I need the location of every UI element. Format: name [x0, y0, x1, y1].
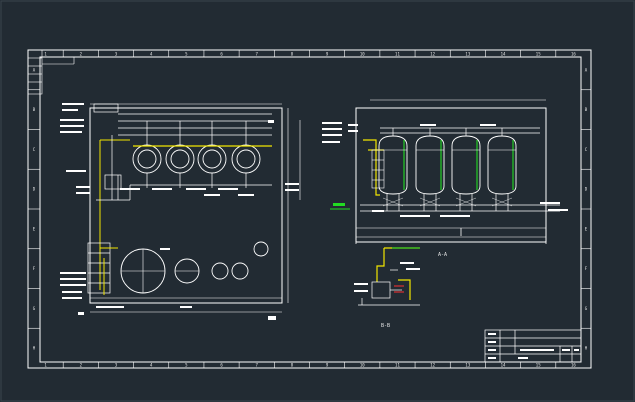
- filter-vessel: [415, 135, 445, 195]
- zone-markers-left: A B C D E F G H: [28, 67, 40, 351]
- zone-number-bottom: 6: [220, 363, 223, 368]
- revision-table: [27, 49, 75, 95]
- zone-number-bottom: 7: [256, 363, 259, 368]
- elevation-section-label: A-A: [438, 252, 447, 258]
- title-block-text-blocks: [488, 333, 579, 359]
- zone-number-top: 3: [115, 52, 118, 57]
- filter-tanks-plan: [132, 144, 261, 174]
- title-block: [484, 329, 582, 363]
- zone-number-top: 1: [44, 52, 47, 57]
- frame-outer: [27, 49, 592, 369]
- zone-number-bottom: 2: [80, 363, 83, 368]
- zone-number-top: 8: [291, 52, 294, 57]
- plan-view: [60, 103, 301, 320]
- vessel-piping: [382, 197, 404, 207]
- zone-letter-left: E: [33, 226, 36, 231]
- detail-view: B-B: [354, 247, 420, 329]
- zone-letter-right: F: [585, 266, 588, 271]
- zone-number-top: 16: [571, 52, 576, 57]
- zone-number-bottom: 16: [571, 363, 576, 368]
- zone-letter-right: C: [585, 147, 588, 152]
- vessel-piping: [491, 197, 513, 207]
- vessel-piping: [455, 197, 477, 207]
- filter-vessel: [487, 135, 517, 195]
- zone-letter-right: A: [585, 67, 588, 72]
- plan-outline: [89, 107, 283, 304]
- zone-number-bottom: 13: [465, 363, 470, 368]
- detail-section-label: B-B: [381, 323, 390, 329]
- zone-number-top: 11: [395, 52, 400, 57]
- zone-number-top: 9: [326, 52, 329, 57]
- zone-number-top: 12: [430, 52, 435, 57]
- zone-number-top: 2: [80, 52, 83, 57]
- zone-number-bottom: 8: [291, 363, 294, 368]
- filter-vessel: [451, 135, 481, 195]
- zone-number-bottom: 3: [115, 363, 118, 368]
- zone-number-bottom: 1: [44, 363, 47, 368]
- zone-letter-right: H: [585, 346, 588, 351]
- zone-number-bottom: 10: [360, 363, 365, 368]
- zone-letter-left: C: [33, 147, 36, 152]
- zone-number-top: 13: [465, 52, 470, 57]
- zone-letter-right: B: [585, 107, 588, 112]
- zone-number-top: 5: [185, 52, 188, 57]
- zone-number-bottom: 11: [395, 363, 400, 368]
- frame-inner: [39, 56, 582, 363]
- zone-letter-right: D: [585, 187, 588, 192]
- zone-letter-right: G: [585, 306, 588, 311]
- zone-number-bottom: 12: [430, 363, 435, 368]
- zone-letter-left: B: [33, 107, 36, 112]
- zone-letter-left: A: [33, 67, 36, 72]
- zone-number-top: 4: [150, 52, 153, 57]
- zone-letter-left: H: [33, 346, 36, 351]
- zone-letter-right: E: [585, 226, 588, 231]
- zone-number-top: 15: [536, 52, 541, 57]
- zone-number-top: 10: [360, 52, 365, 57]
- elevation-outline: [355, 107, 547, 243]
- filter-vessels-elevation: [378, 128, 517, 211]
- zone-number-top: 7: [256, 52, 259, 57]
- zone-markers-right: A B C D E F G H: [581, 67, 591, 351]
- zone-letter-left: D: [33, 187, 36, 192]
- filter-vessel: [378, 135, 408, 195]
- zone-letter-left: G: [33, 306, 36, 311]
- zone-number-bottom: 4: [150, 363, 153, 368]
- zone-number-bottom: 5: [185, 363, 188, 368]
- zone-number-top: 14: [501, 52, 506, 57]
- zone-number-bottom: 15: [536, 363, 541, 368]
- zone-number-bottom: 9: [326, 363, 329, 368]
- zone-number-top: 6: [220, 52, 223, 57]
- zone-letter-left: F: [33, 266, 36, 271]
- elevation-view: A-A: [322, 99, 568, 258]
- zone-number-bottom: 14: [501, 363, 506, 368]
- vessel-piping: [419, 197, 441, 207]
